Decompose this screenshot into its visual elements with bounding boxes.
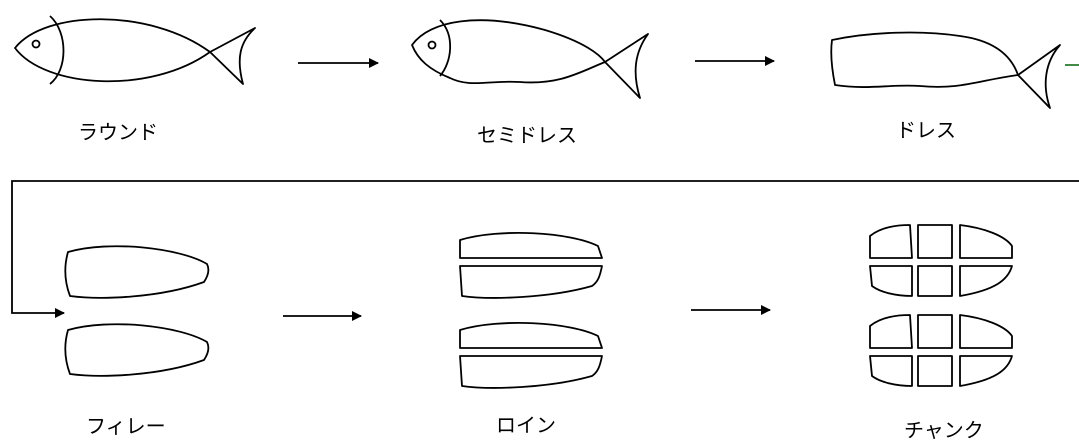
- stage-label-fillet: フィレー: [86, 414, 166, 438]
- stage-label-round: ラウンド: [78, 120, 158, 144]
- stage-label-loin: ロイン: [496, 413, 556, 437]
- loin-illustration: [459, 231, 603, 389]
- dress-fish-illustration: [830, 31, 1079, 109]
- stage-label-semi-dress: セミドレス: [477, 123, 577, 147]
- arrow-dress-to-fillet: [11, 180, 1079, 318]
- fillet-illustration: [64, 245, 210, 377]
- semi-dress-fish-illustration: [411, 19, 649, 99]
- round-fish-illustration: [14, 15, 256, 85]
- stage-label-chunk: チャンク: [904, 418, 984, 442]
- stage-label-dress: ドレス: [896, 118, 956, 142]
- chunk-illustration: [869, 224, 1013, 387]
